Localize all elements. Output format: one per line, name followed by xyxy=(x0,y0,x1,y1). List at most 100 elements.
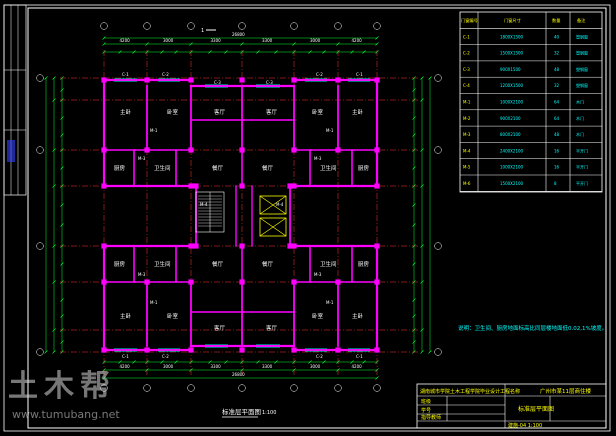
room-label: 厨房 xyxy=(358,164,370,172)
watermark-url: www.tumubang.net xyxy=(12,408,120,421)
dimension-tick xyxy=(60,116,64,120)
table-cell: C-2 xyxy=(463,51,470,56)
table-cell: 1200X1500 xyxy=(500,83,524,88)
section-mark-label: 1 xyxy=(201,28,204,34)
room-labels: 主卧卧室客厅客厅卧室主卧厨房卫生间卫生间厨房厨房卫生间卫生间厨房主卧卧室客厅客厅… xyxy=(114,72,370,359)
room-label: 餐厅 xyxy=(212,260,224,268)
structural-column xyxy=(188,347,194,353)
door-window-tag: M-4 xyxy=(200,202,208,207)
structural-column xyxy=(287,243,293,249)
structural-column xyxy=(193,183,199,189)
table-cell: 塑钢窗 xyxy=(576,82,588,88)
structural-column xyxy=(374,243,380,249)
dimension-tick xyxy=(60,223,64,227)
room-label: 客厅 xyxy=(214,324,226,332)
table-cell: 1000X2100 xyxy=(500,165,524,170)
door-window-tag: M-3 xyxy=(314,156,322,161)
table-cell: M-5 xyxy=(463,165,471,170)
table-cell: 平开门 xyxy=(576,164,588,170)
structural-column xyxy=(101,347,107,353)
axis-bubble-bottom xyxy=(143,384,151,392)
dimension-tick xyxy=(44,76,48,80)
table-cell: M-4 xyxy=(463,148,471,153)
dimension-tick xyxy=(412,166,416,170)
structural-column xyxy=(291,347,297,353)
structural-column xyxy=(291,147,297,153)
table-cell: C-4 xyxy=(463,83,470,88)
dimension-segment-bottom: 3000 xyxy=(310,364,321,369)
watermark: 土木帮 www.tumubang.net xyxy=(8,369,120,421)
dimension-tick xyxy=(412,298,416,302)
table-cell: 塑钢窗 xyxy=(576,66,588,72)
dimension-tick xyxy=(102,376,106,380)
table-cell: M-3 xyxy=(463,132,471,137)
dimension-tick xyxy=(52,328,56,332)
table-cell: 32 xyxy=(554,51,560,56)
dimension-tick xyxy=(60,298,64,302)
dimension-tick xyxy=(60,166,64,170)
dimension-tick xyxy=(118,50,122,54)
table-cell: C-1 xyxy=(463,34,470,39)
structural-column xyxy=(335,77,341,83)
door-window-tag: C-1 xyxy=(122,354,129,359)
door-window-tag: C-1 xyxy=(356,354,363,359)
dimension-tick xyxy=(160,360,164,364)
door-window-tag: M-1 xyxy=(326,128,334,133)
title-school: 湖南城市学院土木工程学院毕业设计工程名称 xyxy=(420,388,520,395)
structural-column xyxy=(101,147,107,153)
structural-column xyxy=(188,77,194,83)
dimension-tick xyxy=(420,184,424,188)
axis-bubble-left xyxy=(36,146,44,154)
dimension-tick xyxy=(308,50,312,54)
room-label: 卧室 xyxy=(312,312,324,320)
structural-column xyxy=(239,183,245,189)
table-cell: 1800X1500 xyxy=(500,34,524,39)
dimension-segment-bottom: 4200 xyxy=(352,364,363,369)
table-cell: 64 xyxy=(554,100,560,105)
dimension-segment-bottom: 3300 xyxy=(211,364,222,369)
room-label: 客厅 xyxy=(266,324,278,332)
table-header-cell: 数量 xyxy=(552,17,560,24)
structural-column xyxy=(374,279,380,285)
binding-strip xyxy=(3,4,27,196)
structural-column xyxy=(101,279,107,285)
title-sheet-info: 建施-04 1:100 xyxy=(508,422,542,429)
dimension-tick xyxy=(412,340,416,344)
dimension-tick xyxy=(102,36,106,40)
structural-column xyxy=(193,243,199,249)
door-window-tag: C-1 xyxy=(122,72,129,77)
axis-bubble-top xyxy=(290,22,298,30)
structural-column xyxy=(374,347,380,353)
table-cell: 木门 xyxy=(576,99,584,105)
table-cell: 64 xyxy=(554,116,560,121)
door-window-tag: C-2 xyxy=(316,354,323,359)
dimension-tick xyxy=(160,50,164,54)
dimension-segment-top: 4200 xyxy=(352,38,363,43)
table-cell: M-1 xyxy=(463,100,471,105)
dimension-tick xyxy=(350,50,354,54)
dimension-tick xyxy=(52,148,56,152)
title-project: 广州市某11层商住楼 xyxy=(540,387,591,395)
dimension-segment-top: 3000 xyxy=(163,38,174,43)
floor-plan[interactable]: 2680026800420042003000300033003300330033… xyxy=(36,22,442,418)
table-cell: 1500X2100 xyxy=(500,181,524,186)
design-note: 说明：卫生间、厨房地面标高比同层楼地面低0.02,1%坡度。 xyxy=(458,324,607,332)
structural-column xyxy=(239,279,245,285)
dimension-tick xyxy=(60,88,64,92)
axis-bubble-right xyxy=(434,242,442,250)
structural-column xyxy=(374,183,380,189)
door-window-tag: M-1 xyxy=(150,128,158,133)
title-row-id: 学号 xyxy=(421,407,431,414)
dimension-tick xyxy=(224,50,228,54)
table-cell: 16 xyxy=(554,165,560,170)
table-cell: 48 xyxy=(554,132,560,137)
door-window-tag: M-1 xyxy=(150,300,158,305)
structural-column xyxy=(188,147,194,153)
dimension-tick xyxy=(412,262,416,266)
title-row-teacher: 指导教师 xyxy=(421,414,441,421)
door-window-tag: M-4 xyxy=(276,202,284,207)
room-label: 卧室 xyxy=(167,312,179,320)
door-window-tag: C-2 xyxy=(316,72,323,77)
